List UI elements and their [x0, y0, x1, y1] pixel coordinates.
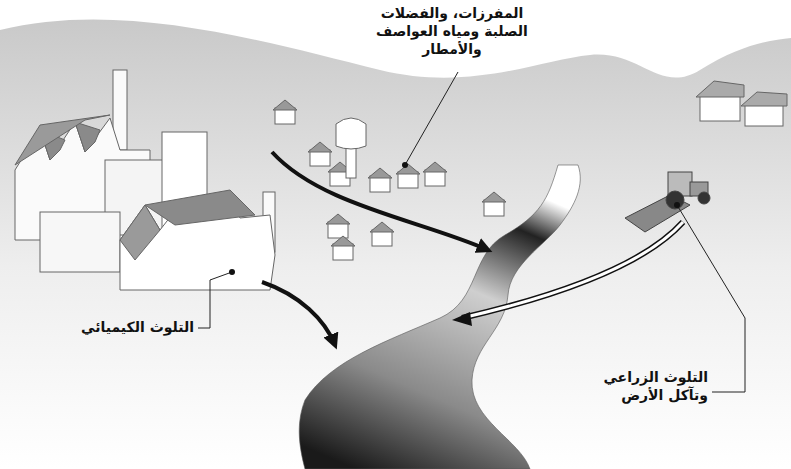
factories — [15, 70, 275, 290]
callout-label: المفرزات، والفضلات الصلبة ومياه العواصف … — [372, 4, 532, 59]
callout-label: التلوث الزراعي وتآكل الأرض — [590, 368, 708, 404]
houses — [273, 81, 787, 260]
river — [299, 165, 580, 469]
landscape — [0, 19, 791, 469]
callout-label: التلوث الكيميائي — [40, 318, 194, 336]
leader-lines — [198, 72, 745, 392]
leader-dots — [229, 162, 680, 275]
flow-arrows — [262, 152, 683, 345]
tractor — [625, 172, 710, 232]
